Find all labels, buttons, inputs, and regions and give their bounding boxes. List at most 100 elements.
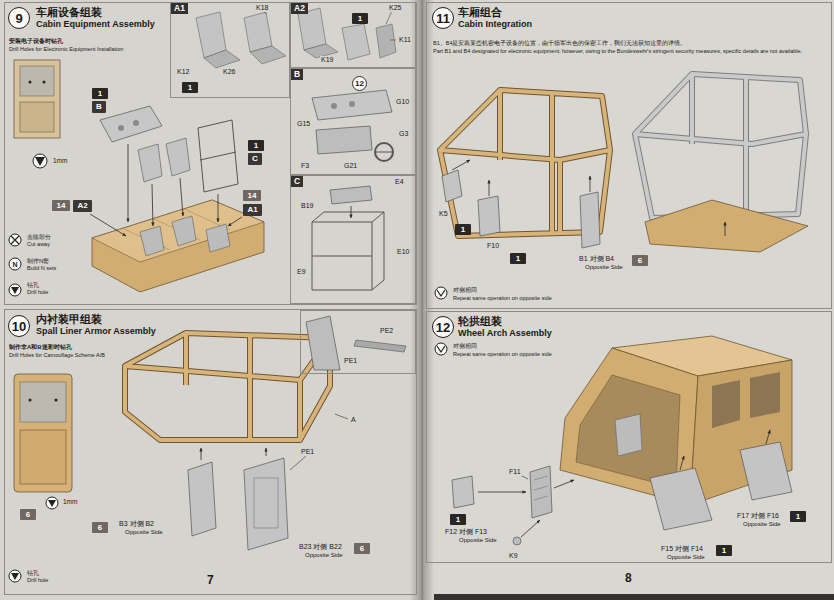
cabin-frame-exploded (452, 160, 470, 170)
part-label: 安装电子设备时钻孔 (8, 38, 64, 45)
equipment-rack (312, 212, 384, 290)
part-label: B1 对侧 B4 (578, 255, 615, 263)
callout-text: 1 (358, 15, 362, 23)
vehicle-body (534, 476, 548, 500)
drill-icon (9, 284, 21, 296)
part-label: G21 (343, 162, 358, 170)
equipment-rack (330, 186, 372, 204)
part-label: A (350, 416, 357, 424)
cabin-floor-assembly (206, 224, 230, 252)
vehicle-body (513, 537, 521, 545)
color-callout: 6 (354, 543, 370, 554)
color-callout: 6 (92, 522, 108, 533)
step-number: 9 (8, 7, 30, 29)
part-label: Opposite Side (584, 264, 624, 271)
photo-etch-parts (354, 340, 406, 352)
part-label: G10 (395, 98, 410, 106)
cabin-frame (335, 414, 348, 419)
vehicle-body (750, 372, 780, 418)
cabin-frame-exploded (440, 90, 610, 248)
symbol-icon (9, 258, 21, 270)
floor-top-view (20, 66, 54, 96)
cabin-floor-assembly (138, 144, 162, 182)
vehicle-body (615, 414, 642, 456)
cabin-frame-assembled (725, 222, 726, 236)
cabin-floor-assembly (92, 200, 264, 292)
part-label: K9 (508, 552, 519, 560)
cabin-floor-assembly (133, 120, 139, 126)
part-label: 对侧相同 (452, 343, 478, 350)
part-label: 1mm (62, 498, 78, 505)
part-label: Opposite Side (304, 552, 344, 559)
callout-text: A2 (77, 202, 87, 210)
drill-icon (35, 157, 45, 166)
color-callout: 1 (352, 13, 368, 24)
cabin-frame-exploded (442, 170, 462, 202)
cabin-top-view (55, 399, 58, 402)
part-label: 制作非A和B迷彩时钻孔 (8, 344, 73, 351)
color-callout: 6 (632, 255, 648, 266)
equipment-rack (312, 186, 384, 290)
part-tree-tag: A1 (243, 204, 262, 216)
color-callout: 6 (20, 509, 36, 520)
symbol-icon (437, 346, 445, 352)
cabin-floor-assembly (140, 226, 164, 256)
part-label: PE1 (300, 448, 315, 456)
floor-top-view (20, 102, 54, 132)
dashboard-parts (312, 90, 392, 120)
vehicle-body (680, 456, 684, 470)
vehicle-body (690, 360, 792, 505)
cabin-floor-assembly (166, 138, 190, 176)
cabin-frame-assembled (635, 74, 808, 252)
vehicle-body (452, 476, 474, 508)
drill-icon (11, 573, 19, 580)
spall-liner-panel (188, 448, 306, 550)
cabin-frame-assembled (635, 74, 806, 218)
part-tree-tag: A2 (73, 200, 92, 212)
cabin-floor-assembly (180, 178, 183, 216)
spall-liner-panel (201, 448, 202, 460)
vehicle-body (766, 430, 770, 444)
dashboard-parts (349, 101, 355, 107)
vehicle-body (521, 520, 540, 537)
step-title: Spall Liner Armor Assembly (36, 327, 156, 337)
part-label: F11 (508, 468, 522, 476)
cabin-frame-exploded (590, 176, 591, 192)
part-label: B19 (300, 202, 314, 210)
part-label: Repeat same operation on opposite side (452, 351, 553, 357)
vehicle-body (554, 480, 574, 488)
callout-text: 1 (254, 142, 258, 150)
vehicle-body (452, 336, 792, 545)
spall-liner-panel (290, 456, 306, 470)
callout-text: 12 (436, 321, 450, 334)
callout-text: 6 (98, 524, 102, 532)
callout-text: A1 (171, 3, 188, 14)
drill-icon (46, 497, 58, 509)
dashboard-parts (331, 103, 337, 109)
callout-text: 12 (355, 80, 364, 88)
seat-parts (244, 12, 272, 52)
part-label: Opposite Side (124, 529, 164, 536)
cabin-frame-assembled (635, 74, 806, 218)
inset-box: PE2PE1 (300, 310, 416, 374)
callout-text: 1 (461, 226, 465, 234)
part-tree-tag: C (248, 153, 262, 165)
paper (410, 0, 434, 600)
part-label: K11 (398, 36, 412, 44)
spall-liner-panel (266, 448, 267, 456)
dashboard-parts (316, 126, 372, 154)
seat-parts (298, 8, 326, 50)
paint-callout: 12 (352, 76, 367, 91)
callout-text: 1 (722, 547, 726, 555)
callout-text: C (291, 176, 303, 187)
color-callout: 1 (248, 140, 264, 151)
cabin-frame-exploded (580, 192, 600, 248)
seat-parts (250, 46, 286, 64)
seat-parts (262, 10, 396, 40)
cabin-top-view (14, 374, 72, 492)
callout-text: B (96, 103, 102, 111)
symbol-icon (437, 290, 445, 296)
